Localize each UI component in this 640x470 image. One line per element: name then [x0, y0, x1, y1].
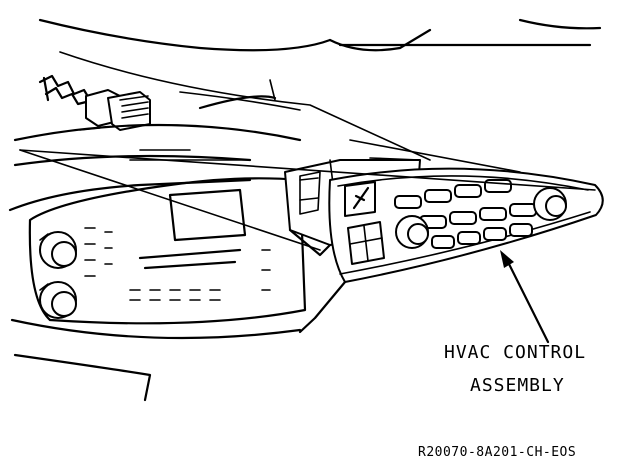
wiring-connector-icon [38, 74, 151, 131]
hvac-knob-left [395, 215, 429, 249]
hvac-rocker-switch [347, 221, 385, 265]
callout-arrow-icon [500, 250, 550, 344]
fan-symbol-icon [344, 181, 376, 217]
radio-knob-upper [39, 231, 77, 269]
instrument-panel [8, 123, 302, 402]
figure-reference-id: R20070-8A201-CH-EOS [418, 445, 577, 460]
hvac-knob-right [533, 187, 567, 221]
callout-label-line1: HVAC CONTROL [444, 342, 587, 363]
callout-label-line2: ASSEMBLY [470, 375, 565, 396]
dash-top-outline [38, 18, 602, 161]
radio-knob-lower [39, 281, 77, 319]
alignment-lines [19, 139, 596, 334]
